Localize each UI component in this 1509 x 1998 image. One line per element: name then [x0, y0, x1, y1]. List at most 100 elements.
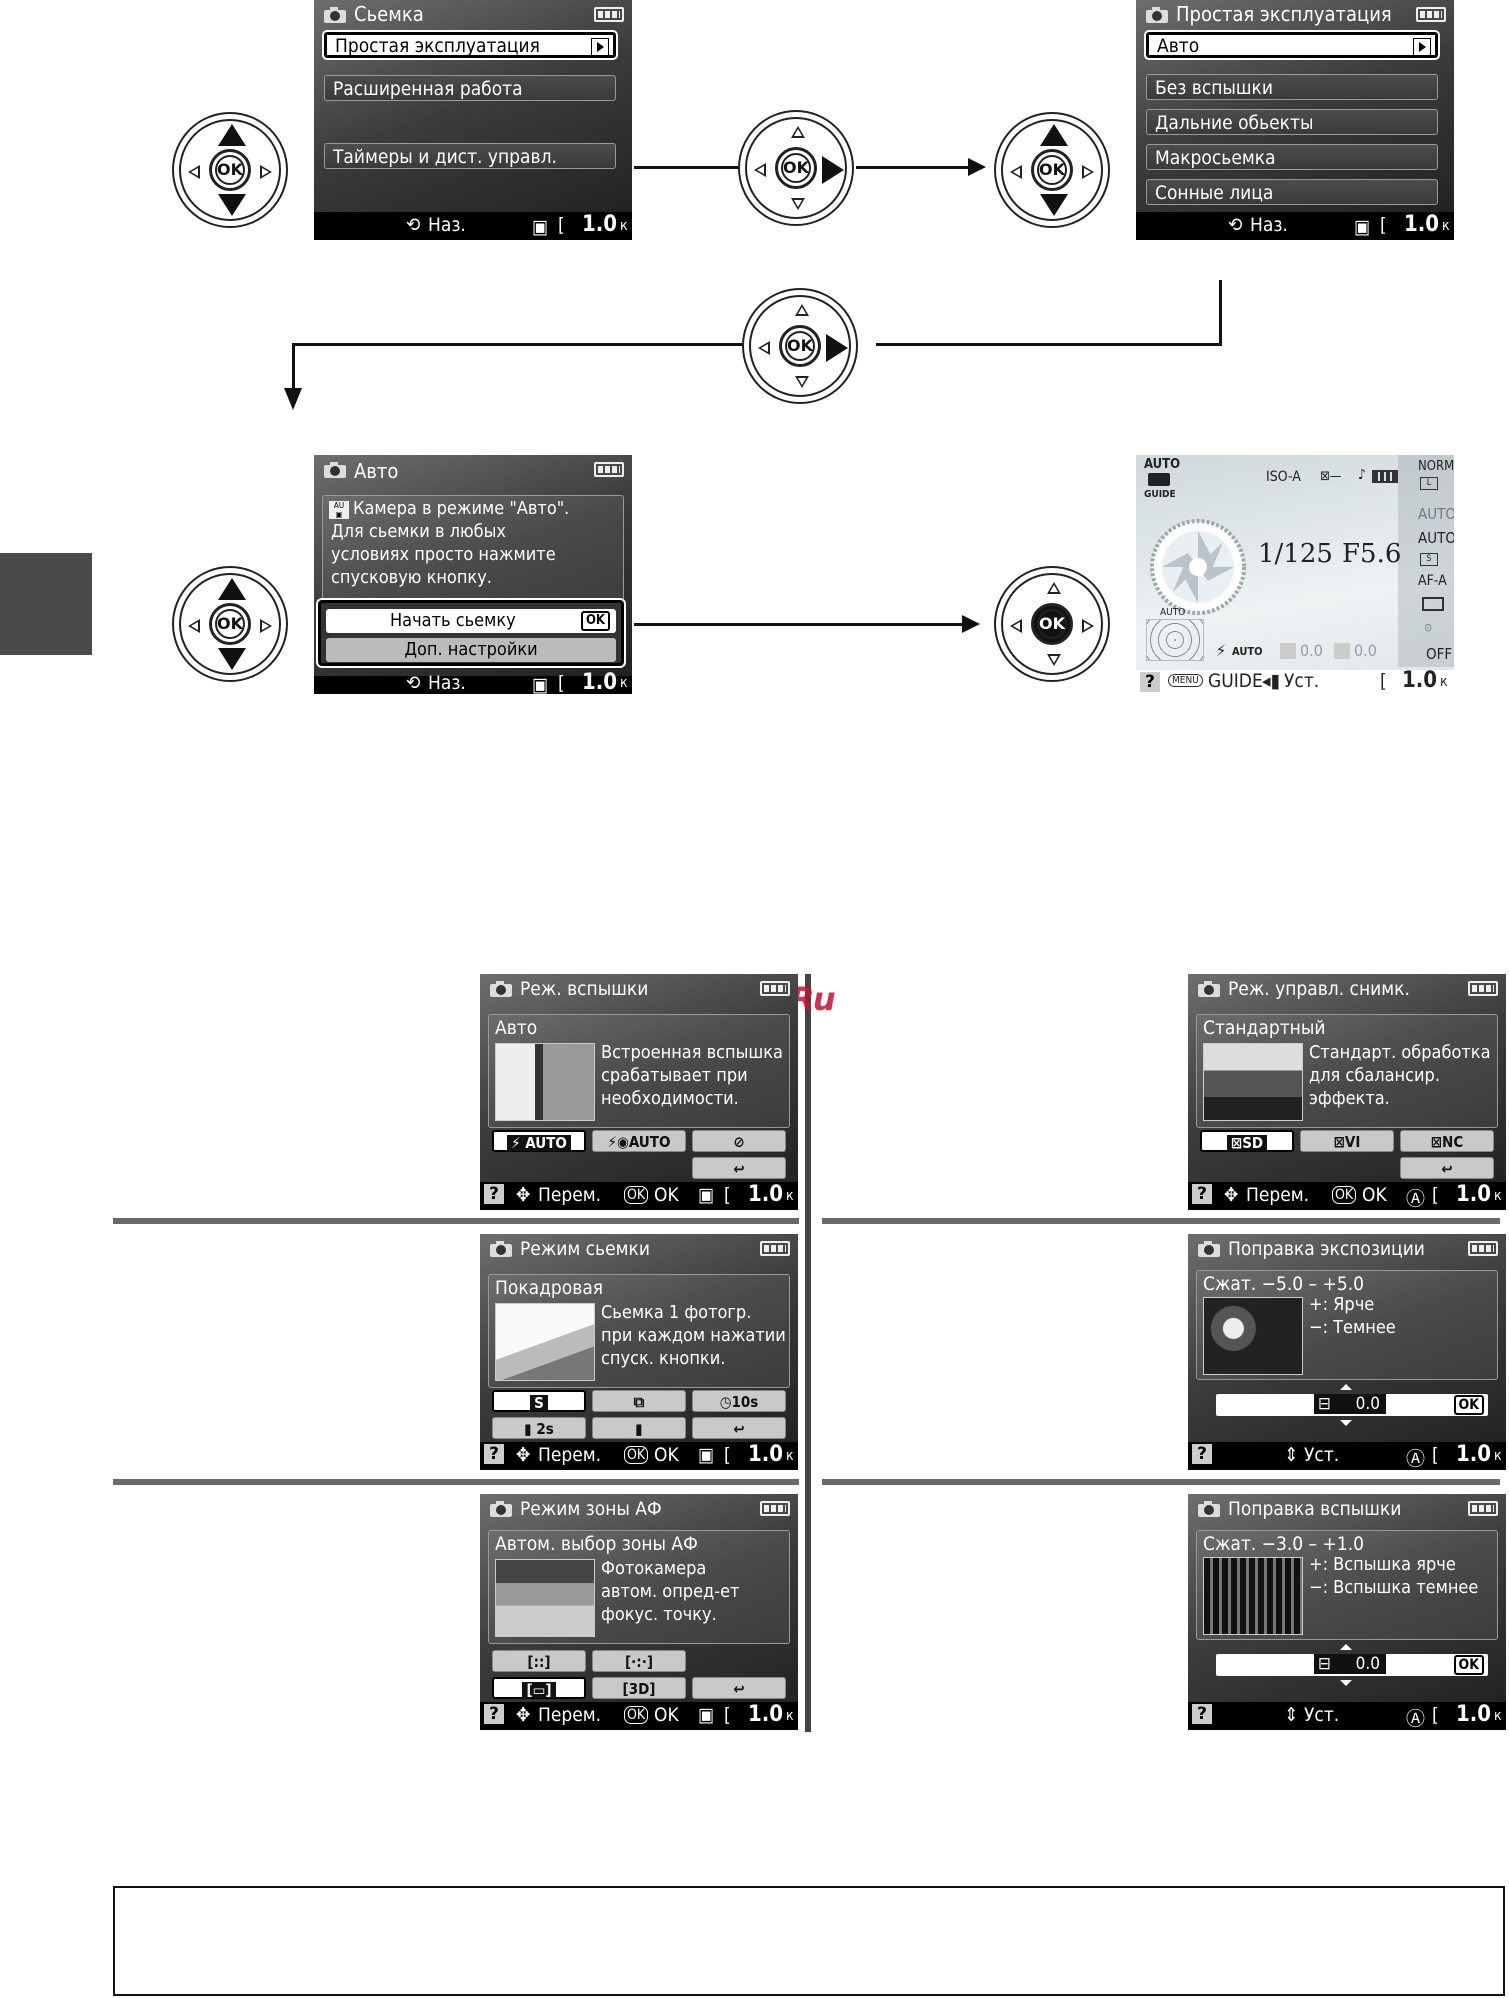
flash-comp-icon: ⊟	[1318, 1654, 1331, 1674]
frames-unit: к	[1494, 1448, 1502, 1464]
help-icon: ?	[1140, 672, 1160, 692]
option-auto-area[interactable]: [▭]	[492, 1677, 586, 1699]
menu-item-timers[interactable]: Таймеры и дист. управл.	[324, 143, 616, 169]
option-self-timer[interactable]: ◷10s	[692, 1390, 786, 1412]
option-label: [::]	[527, 1653, 551, 1671]
option-dynamic-area[interactable]: [·:·]	[592, 1650, 686, 1672]
ok-label: OK	[654, 1704, 679, 1726]
option-label: NC	[1442, 1133, 1464, 1151]
flow-arrow	[856, 166, 974, 169]
flow-line	[876, 343, 1222, 346]
back-button[interactable]: ↩	[1400, 1157, 1494, 1179]
menu-item-label: Таймеры и дист. управл.	[333, 146, 557, 168]
option-remote-delay[interactable]: ▮ 2s	[492, 1417, 586, 1439]
sample-photo	[1203, 1297, 1303, 1375]
menu-item-simple[interactable]: Простая эксплуатация	[322, 30, 618, 60]
option-neutral[interactable]: ⊠NC	[1400, 1130, 1494, 1152]
shutter-speed: 1/125	[1258, 539, 1333, 569]
picture-control-icon: ⊠—	[1320, 469, 1342, 484]
frames-unit: к	[1494, 1188, 1502, 1204]
menu-item-auto[interactable]: Авто	[1144, 30, 1440, 60]
battery-icon	[594, 7, 624, 22]
option-label: 10s	[731, 1393, 759, 1411]
battery-icon	[1468, 981, 1498, 996]
flash-comp-slider[interactable]: ⊟0.0 OK	[1216, 1654, 1488, 1676]
help-icon: ?	[1192, 1444, 1212, 1464]
option-vivid[interactable]: ⊠VI	[1300, 1130, 1394, 1152]
option-flash-auto[interactable]: ⚡ AUTO	[492, 1130, 586, 1152]
left-arrow-icon	[754, 163, 766, 177]
menu-item-label: Авто	[1157, 35, 1200, 57]
auto-mode-icon: ▣	[698, 1704, 715, 1726]
down-arrow-icon	[1047, 654, 1061, 666]
status-bar: ? ⇕ Уст. Ⓐ [ 1.0 к	[1188, 1702, 1506, 1730]
option-continuous[interactable]: ⧉	[592, 1390, 686, 1412]
ok-label: OK	[654, 1184, 679, 1206]
down-arrow-icon	[1040, 194, 1068, 216]
iso-indicator: ISO-A	[1266, 469, 1301, 485]
desc-line: +: Вспышка ярче	[1309, 1554, 1456, 1575]
desc-line: −: Вспышка темнее	[1309, 1577, 1479, 1598]
panel-title: Поправка экспозиции	[1228, 1238, 1425, 1260]
frames-unit: к	[620, 218, 628, 234]
option-label: SD	[1242, 1134, 1264, 1152]
up-arrow-icon	[1340, 1644, 1352, 1650]
menu-item-macro[interactable]: Макросьемка	[1146, 144, 1438, 170]
screen-title: Сьемка	[354, 2, 424, 26]
ok-icon: OK	[624, 1706, 649, 1724]
guide-mode-icon: Ⓐ	[1406, 1448, 1426, 1470]
option-flash-redeye[interactable]: ⚡◉AUTO	[592, 1130, 686, 1152]
menu-item-advanced[interactable]: Расширенная работа	[324, 75, 616, 101]
camera-icon	[490, 981, 512, 997]
back-button[interactable]: ↩	[692, 1157, 786, 1179]
option-standard[interactable]: ⊠SD	[1200, 1130, 1294, 1152]
menu-item-no-flash[interactable]: Без вспышки	[1146, 74, 1438, 100]
beep-icon: ♪	[1358, 467, 1367, 483]
auto-mode-icon: ▣	[532, 674, 549, 694]
multi-selector-updown-3: OK	[172, 566, 288, 682]
frames-remaining: 1.0	[1456, 1182, 1492, 1207]
sample-photo	[1203, 1557, 1303, 1635]
option-single-point[interactable]: [::]	[492, 1650, 586, 1672]
focus-mode: AF-A	[1418, 573, 1447, 589]
white-balance: AUTO	[1418, 505, 1454, 523]
menu-item-distant[interactable]: Дальние обьекты	[1146, 109, 1438, 135]
release-mode-icon: S	[1420, 553, 1438, 566]
menu-item-label: Расширенная работа	[333, 78, 523, 100]
menu-item-sleeping[interactable]: Сонные лица	[1146, 179, 1438, 205]
up-arrow-icon	[1047, 582, 1061, 594]
help-icon: ?	[484, 1184, 504, 1204]
flow-line	[634, 166, 738, 169]
aperture-value: F5.6	[1342, 539, 1402, 569]
row-divider	[822, 1479, 1500, 1485]
left-arrow-icon	[1010, 619, 1022, 633]
left-arrow-icon	[188, 619, 200, 633]
flash-comp-value: ⊟0.0	[1314, 1654, 1386, 1674]
right-arrow-icon	[1413, 38, 1431, 56]
camera-icon	[324, 462, 346, 478]
shooting-info-screen: AUTO GUIDE ISO-A ⊠— ♪ NORM L AUTO AUTO S…	[1136, 455, 1454, 694]
back-button[interactable]: ↩	[692, 1417, 786, 1439]
option-remote-quick[interactable]: ▮	[592, 1417, 686, 1439]
more-settings-button[interactable]: Доп. настройки	[326, 638, 616, 662]
option-3d-tracking[interactable]: [3D]	[592, 1677, 686, 1699]
option-label: AUTO	[525, 1134, 567, 1152]
option-flash-off[interactable]: ⊘	[692, 1130, 786, 1152]
sample-photo	[495, 1043, 595, 1121]
battery-icon	[760, 1501, 790, 1516]
row-divider	[113, 1218, 799, 1224]
frames-remaining: 1.0	[748, 1182, 784, 1207]
ok-icon: OK	[1332, 1186, 1357, 1204]
start-shooting-button[interactable]: Начать сьемку OK	[326, 609, 616, 633]
option-label: [▭]	[522, 1682, 556, 1698]
af-points-grid	[1146, 619, 1204, 661]
back-button[interactable]: ↩	[692, 1677, 786, 1699]
camera-icon	[490, 1241, 512, 1257]
battery-icon	[1372, 470, 1398, 483]
desc-line: +: Ярче	[1309, 1294, 1375, 1315]
exposure-comp-slider[interactable]: ⊟0.0 OK	[1216, 1394, 1488, 1416]
help-icon: ?	[484, 1444, 504, 1464]
option-single-frame[interactable]: S	[492, 1390, 586, 1412]
setting-range: Сжат. −3.0 – +1.0	[1203, 1533, 1365, 1555]
af-area-panel: Режим зоны АФ Автом. выбор зоны АФ Фоток…	[480, 1494, 798, 1730]
